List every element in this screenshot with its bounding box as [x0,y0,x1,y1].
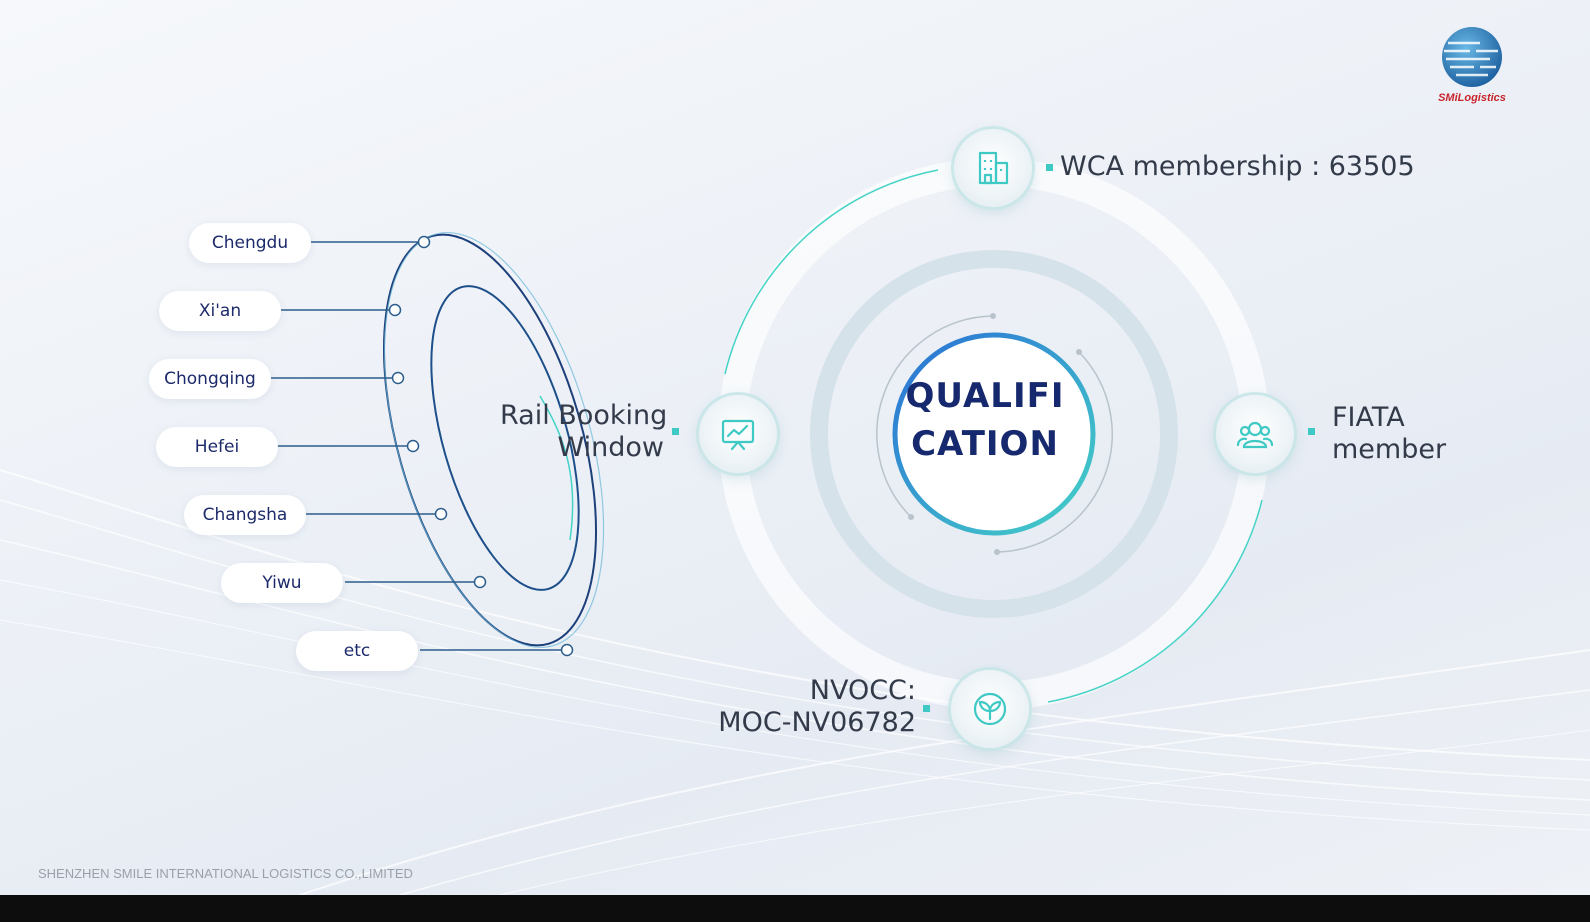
footer-company-name: SHENZHEN SMILE INTERNATIONAL LOGISTICS C… [38,866,413,881]
fiata-member-label: FIATA member [1332,402,1446,466]
wca-bullet [1046,164,1053,171]
company-logo [1442,27,1502,87]
center-title: QUALIFI CATION [885,372,1085,468]
center-title-line2: CATION [911,424,1059,464]
wca-icon-circle [954,129,1032,207]
city-pill-chengdu: Chengdu [189,223,311,263]
city-nodes [388,235,574,657]
rail-booking-line1: Rail Booking [500,400,668,431]
sprout-icon [973,692,1007,726]
nvocc-icon-circle [951,670,1029,748]
city-pill-hefei: Hefei [156,427,278,467]
city-rings [383,231,605,649]
building-icon [978,151,1009,185]
nvocc-line1: NVOCC: [809,675,916,706]
fiata-bullet [1308,428,1315,435]
city-pill-xian: Xi'an [159,291,281,331]
fiata-line1: FIATA [1332,402,1405,433]
city-pill-etc: etc [296,631,418,671]
center-title-line1: QUALIFI [905,376,1065,416]
city-pill-chongqing: Chongqing [149,359,271,399]
presentation-board-icon [721,419,755,451]
city-connectors [251,241,567,651]
city-pill-changsha: Changsha [184,495,306,535]
slide: Chengdu Xi'an Chongqing Hefei Changsha Y… [0,0,1590,895]
nvocc-line2: MOC-NV06782 [718,707,916,738]
fiata-line2: member [1332,434,1447,465]
rail-booking-label: Rail Booking Window [500,400,668,464]
background-waves [0,469,1590,895]
rail-booking-line2: Window [557,432,664,463]
rail-icon-circle [699,395,777,473]
nvocc-bullet [923,705,930,712]
wca-membership-label: WCA membership : 63505 [1060,151,1415,182]
rail-bullet [672,428,679,435]
logo-text: SMiLogistics [1438,92,1506,104]
nvocc-label: NVOCC: MOC-NV06782 [680,675,916,739]
people-group-icon [1236,421,1274,449]
city-pill-yiwu: Yiwu [221,563,343,603]
fiata-icon-circle [1216,395,1294,473]
